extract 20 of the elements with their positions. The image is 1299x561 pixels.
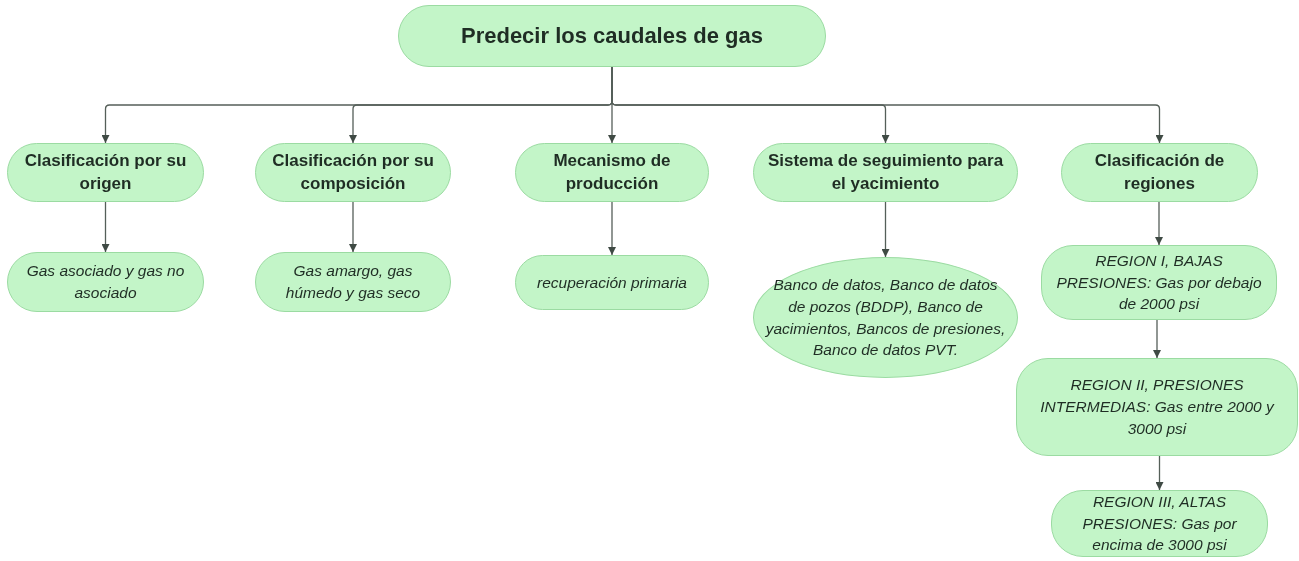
arrow xyxy=(349,201,357,253)
category-box: Sistema de seguimiento para el yacimiento xyxy=(753,143,1018,202)
arrow xyxy=(101,201,110,253)
detail-box: recuperación primaria xyxy=(515,255,709,310)
category-box: Clasificación de regiones xyxy=(1061,143,1258,202)
arrow xyxy=(1155,455,1164,491)
category-box: Clasificación por su composición xyxy=(255,143,451,202)
arrow xyxy=(1155,201,1163,246)
detail-box: Gas amargo, gas húmedo y gas seco xyxy=(255,252,451,312)
arrow xyxy=(1153,319,1161,359)
arrow xyxy=(608,201,616,256)
detail-box: REGION II, PRESIONES INTERMEDIAS: Gas entre 2000 y 3000 psi xyxy=(1016,358,1298,456)
arrow xyxy=(881,201,890,258)
detail-box: Gas asociado y gas no asociado xyxy=(7,252,204,312)
title-box: Predecir los caudales de gas xyxy=(398,5,826,67)
detail-box: REGION I, BAJAS PRESIONES: Gas por debajo de 2000 psi xyxy=(1041,245,1277,320)
detail-box: REGION III, ALTAS PRESIONES: Gas por encima de 3000 psi xyxy=(1051,490,1268,557)
category-box: Clasificación por su origen xyxy=(7,143,204,202)
detail-ellipse: Banco de datos, Banco de datos de pozos (BDDP), Banco de yacimientos, Bancos de presiones, Banco de datos PVT. xyxy=(753,257,1018,378)
category-box: Mecanismo de producción xyxy=(515,143,709,202)
